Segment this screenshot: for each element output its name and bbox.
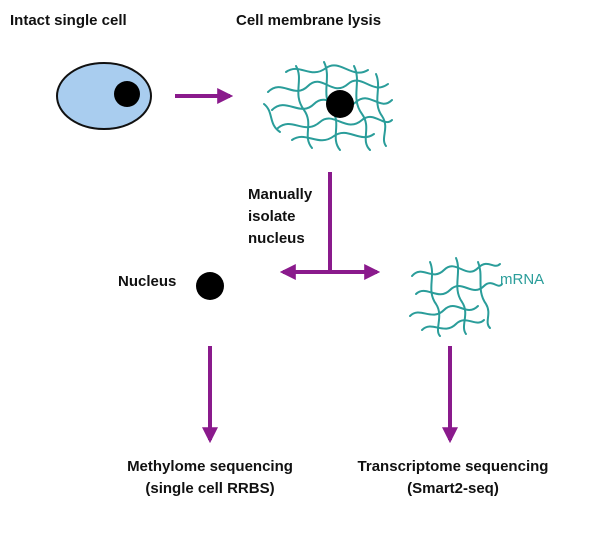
isolate-label-line2: isolate xyxy=(248,208,296,225)
mrna-strands-icon xyxy=(409,257,503,337)
methylome-label-line1: Methylome sequencing xyxy=(127,458,293,475)
isolate-label-line1: Manually xyxy=(248,186,313,203)
lysed-nucleus-icon xyxy=(326,90,354,118)
nucleus-icon xyxy=(196,272,224,300)
mrna-label: mRNA xyxy=(500,271,545,288)
transcriptome-label-line1: Transcriptome sequencing xyxy=(357,458,549,475)
lysed-cell-icon xyxy=(263,61,393,151)
isolate-label-line3: nucleus xyxy=(248,230,305,247)
methylome-label-line2: (single cell RRBS) xyxy=(145,480,275,497)
intact-cell-icon xyxy=(56,62,152,130)
lysis-label: Cell membrane lysis xyxy=(236,12,382,29)
intact-cell-label: Intact single cell xyxy=(10,12,127,29)
transcriptome-label-line2: (Smart2-seq) xyxy=(407,480,499,497)
nucleus-label: Nucleus xyxy=(118,273,177,290)
